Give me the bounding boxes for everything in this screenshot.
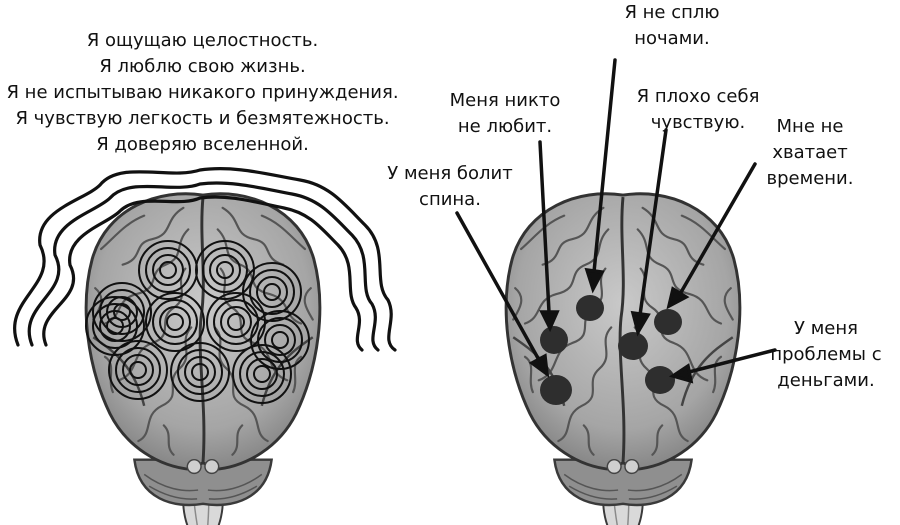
- spot-right-upper: [654, 309, 682, 335]
- label-back-pain: У меня болит спина.: [385, 161, 515, 213]
- label-line: Мне не: [776, 116, 844, 137]
- label-line: времени.: [766, 168, 854, 189]
- spot-head-top: [576, 295, 604, 321]
- spot-left-upper: [540, 326, 568, 354]
- affirmation-line: Я чувствую легкость и безмятежность.: [15, 108, 390, 129]
- affirmation-line: Я не испытываю никакого принуждения.: [6, 82, 399, 103]
- label-line: не любит.: [457, 116, 553, 137]
- label-line: ночами.: [634, 28, 710, 49]
- energy-waves: [13, 167, 397, 352]
- label-no-time: Мне не хватает времени.: [745, 114, 875, 192]
- affirmations-text: Я ощущаю целостность. Я люблю свою жизнь…: [0, 28, 405, 158]
- spot-right-lower: [645, 366, 675, 394]
- label-line: хватает: [772, 142, 848, 163]
- spot-left-lower: [540, 375, 572, 405]
- label-line: Я не сплю: [624, 2, 720, 23]
- label-line: деньгами.: [777, 370, 875, 391]
- label-line: У меня: [794, 318, 858, 339]
- spot-center: [618, 332, 648, 360]
- label-line: Я плохо себя: [636, 86, 760, 107]
- affirmation-line: Я ощущаю целостность.: [86, 30, 319, 51]
- label-feel-bad: Я плохо себя чувствую.: [628, 84, 768, 136]
- pointer-arrows: [455, 58, 777, 384]
- label-line: спина.: [419, 189, 481, 210]
- affirmation-line: Я люблю свою жизнь.: [99, 56, 306, 77]
- problem-spots: [540, 295, 682, 405]
- label-nobody-loves: Меня никто не любит.: [440, 88, 570, 140]
- label-line: проблемы с: [770, 344, 882, 365]
- left-brain: [84, 192, 322, 525]
- label-line: Меня никто: [449, 90, 561, 111]
- affirmation-line: Я доверяю вселенной.: [96, 134, 309, 155]
- label-line: У меня болит: [387, 163, 513, 184]
- label-money-problems: У меня проблемы с деньгами.: [760, 316, 892, 394]
- label-line: чувствую.: [650, 112, 746, 133]
- label-no-sleep: Я не сплю ночами.: [607, 0, 737, 52]
